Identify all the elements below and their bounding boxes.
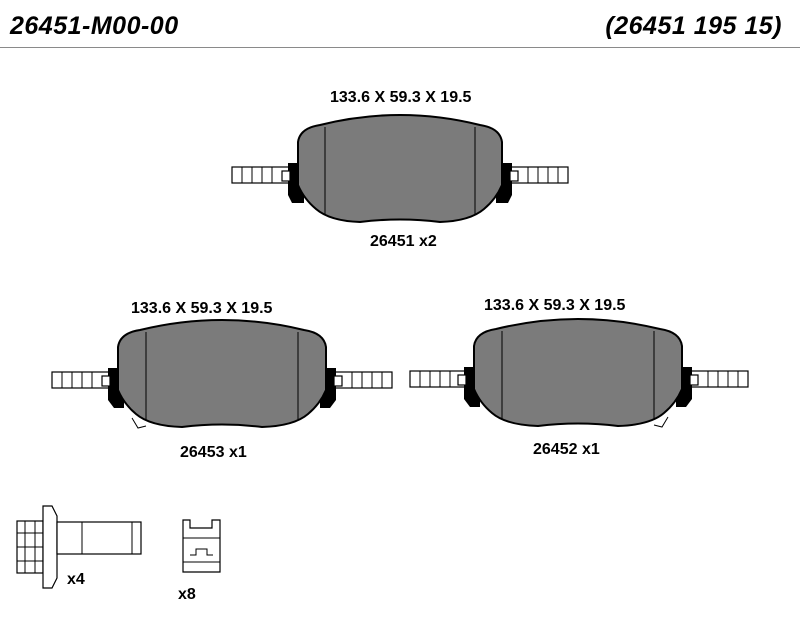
pad-3-wear-indicator [653, 416, 669, 428]
alt-part-number: (26451 195 15) [605, 12, 782, 40]
pad-3-dimensions: 133.6 X 59.3 X 19.5 [484, 297, 626, 314]
clip-icon [182, 519, 221, 573]
pad-1-caption: 26451 x2 [370, 233, 437, 250]
pad-1-friction-surface [297, 114, 503, 224]
header-divider [0, 47, 800, 48]
pad-2-wear-indicator [131, 417, 147, 429]
bolt-quantity: x4 [67, 571, 85, 588]
clip-quantity: x8 [178, 586, 196, 603]
pad-1-group [231, 114, 569, 224]
part-number: 26451-M00-00 [10, 12, 179, 40]
pad-2-dimensions: 133.6 X 59.3 X 19.5 [131, 300, 273, 317]
pad-2-friction-surface [117, 319, 327, 429]
pad-2-caption: 26453 x1 [180, 444, 247, 461]
pad-3-group [409, 318, 749, 428]
pad-1-dimensions: 133.6 X 59.3 X 19.5 [330, 89, 472, 106]
pad-2-group [51, 319, 393, 429]
pad-3-friction-surface [473, 318, 683, 428]
bolt-icon [16, 505, 142, 589]
pad-3-caption: 26452 x1 [533, 441, 600, 458]
